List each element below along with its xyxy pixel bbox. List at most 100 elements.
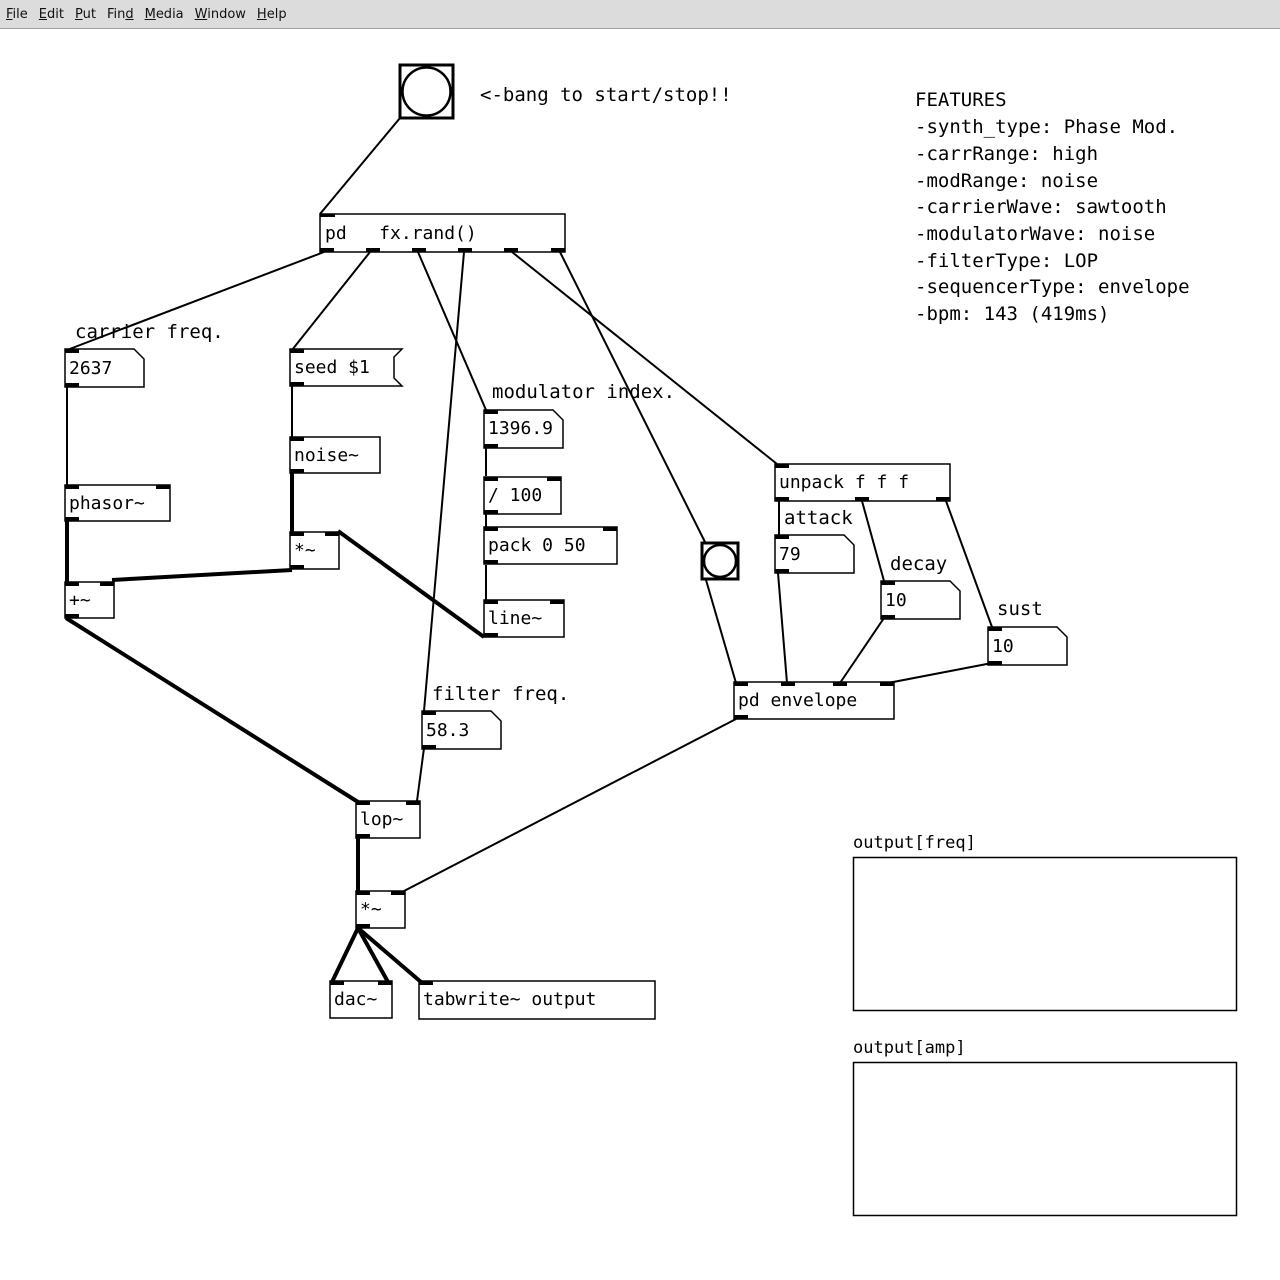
object-mul-out[interactable]: *~ <box>355 890 406 929</box>
menu-file[interactable]: File <box>2 7 32 22</box>
menu-file-rest: ile <box>12 6 28 22</box>
carrier-freq-number[interactable]: 2637 <box>64 348 145 388</box>
attack-number[interactable]: 79 <box>774 534 855 574</box>
array-freq-label: output[freq] <box>853 833 976 853</box>
object-line[interactable]: line~ <box>483 599 565 638</box>
object-pack[interactable]: pack 0 50 <box>483 526 618 565</box>
array-freq-graph[interactable] <box>852 856 1238 1012</box>
menu-window-rest: indow <box>207 6 246 22</box>
object-tabwrite[interactable]: tabwrite~ output <box>418 980 656 1020</box>
decay-label: decay <box>890 553 947 575</box>
pack-label: pack 0 50 <box>488 535 586 556</box>
tabwrite-label: tabwrite~ output <box>423 989 596 1010</box>
array-amp-label: output[amp] <box>853 1038 966 1058</box>
lop-label: lop~ <box>360 809 404 830</box>
object-phasor[interactable]: phasor~ <box>64 484 171 522</box>
seed-message-label: seed $1 <box>294 357 370 378</box>
features-comment: FEATURES -synth_type: Phase Mod. -carrRa… <box>915 89 1190 325</box>
cord-attack-to-env[interactable] <box>777 572 788 684</box>
fx-rand-label: pd fx.rand() <box>325 223 477 244</box>
object-pd-envelope[interactable]: pd envelope <box>733 681 895 720</box>
cord-decay-to-env[interactable] <box>839 617 885 684</box>
object-mul-mod[interactable]: *~ <box>289 531 340 570</box>
cord-fxrand-to-carrier[interactable] <box>66 251 325 351</box>
pd-envelope-label: pd envelope <box>738 690 857 711</box>
noise-label: noise~ <box>294 445 359 466</box>
cord-mul-to-add[interactable] <box>111 568 293 582</box>
cord-mul-to-tabwrite[interactable] <box>356 926 423 984</box>
cord-fxrand-to-filter[interactable] <box>423 251 465 712</box>
cord-bang2-to-env[interactable] <box>705 579 737 684</box>
modulator-index-value: 1396.9 <box>488 418 553 439</box>
object-add[interactable]: +~ <box>64 581 115 619</box>
object-dac[interactable]: dac~ <box>329 980 393 1019</box>
menu-window-mnemonic: W <box>194 6 208 22</box>
cord-sust-to-env[interactable] <box>887 662 993 684</box>
cord-fxrand-to-modindex[interactable] <box>417 251 487 411</box>
feature-line: -carrierWave: sawtooth <box>915 196 1167 218</box>
menu-find-mnemonic: d <box>125 6 134 22</box>
cord-add-to-lop[interactable] <box>64 616 360 804</box>
object-noise[interactable]: noise~ <box>289 436 381 474</box>
sust-number[interactable]: 10 <box>987 626 1068 666</box>
feature-line: -modulatorWave: noise <box>915 223 1155 245</box>
menu-media[interactable]: Media <box>141 7 188 22</box>
menu-find-rest: Fin <box>106 6 126 22</box>
menu-help-rest: elp <box>266 6 287 22</box>
cord-unpack-to-sust[interactable] <box>945 500 993 628</box>
line-label: line~ <box>488 608 542 629</box>
cord-line-to-mul[interactable] <box>336 529 486 639</box>
cord-fxrand-to-unpack[interactable] <box>511 251 778 465</box>
attack-label: attack <box>784 507 853 529</box>
start-comment: <-bang to start/stop!! <box>480 84 732 106</box>
mul-mod-label: *~ <box>294 540 316 561</box>
feature-line: -filterType: LOP <box>915 250 1098 272</box>
decay-number[interactable]: 10 <box>880 580 961 620</box>
menu-file-mnemonic: F <box>6 6 13 22</box>
feature-line: -modRange: noise <box>915 170 1098 192</box>
carrier-freq-label: carrier freq. <box>75 321 224 343</box>
sust-value: 10 <box>992 636 1014 657</box>
cord-mul-to-dac-r[interactable] <box>356 927 390 983</box>
menu-edit[interactable]: Edit <box>35 7 68 22</box>
array-amp-graph[interactable] <box>852 1061 1238 1217</box>
object-fx-rand[interactable]: pd fx.rand() <box>319 213 566 253</box>
menu-put-mnemonic: P <box>74 6 83 22</box>
seed-message[interactable]: seed $1 <box>289 348 404 387</box>
cord-filter-to-lop[interactable] <box>416 747 425 802</box>
object-unpack[interactable]: unpack f f f <box>774 463 951 502</box>
object-lop[interactable]: lop~ <box>355 800 421 839</box>
dac-label: dac~ <box>334 989 378 1010</box>
cord-env-to-mul[interactable] <box>403 718 737 892</box>
envelope-bang[interactable] <box>700 541 740 581</box>
menu-bar: File Edit Put Find Media Window Help <box>0 0 1280 29</box>
feature-line: -bpm: 143 (419ms) <box>915 303 1109 325</box>
feature-line: -sequencerType: envelope <box>915 276 1190 298</box>
menu-help-mnemonic: H <box>256 6 267 22</box>
decay-value: 10 <box>885 590 907 611</box>
unpack-label: unpack f f f <box>779 472 909 493</box>
cord-fxrand-to-bang2[interactable] <box>559 251 707 545</box>
bang-circle-icon <box>401 66 452 117</box>
cord-unpack-to-decay[interactable] <box>861 500 885 582</box>
add-label: +~ <box>69 590 91 611</box>
bang-circle-icon <box>702 543 738 579</box>
cord-fxrand-to-seed[interactable] <box>291 251 371 351</box>
attack-value: 79 <box>779 544 801 565</box>
features-title: FEATURES <box>915 89 1007 111</box>
menu-find[interactable]: Find <box>103 7 138 22</box>
menu-edit-rest: dit <box>47 6 64 22</box>
cord-mul-to-dac-l[interactable] <box>330 927 360 983</box>
modulator-index-number[interactable]: 1396.9 <box>483 409 564 449</box>
object-div[interactable]: / 100 <box>483 476 562 515</box>
cord-bang-to-fxrand[interactable] <box>319 117 401 215</box>
filter-freq-value: 58.3 <box>426 720 469 741</box>
div-label: / 100 <box>488 485 542 506</box>
filter-freq-label: filter freq. <box>432 683 569 705</box>
menu-help[interactable]: Help <box>253 7 291 22</box>
filter-freq-number[interactable]: 58.3 <box>421 710 502 750</box>
menu-put[interactable]: Put <box>71 7 100 22</box>
start-bang[interactable] <box>398 63 455 120</box>
menu-window[interactable]: Window <box>191 7 250 22</box>
